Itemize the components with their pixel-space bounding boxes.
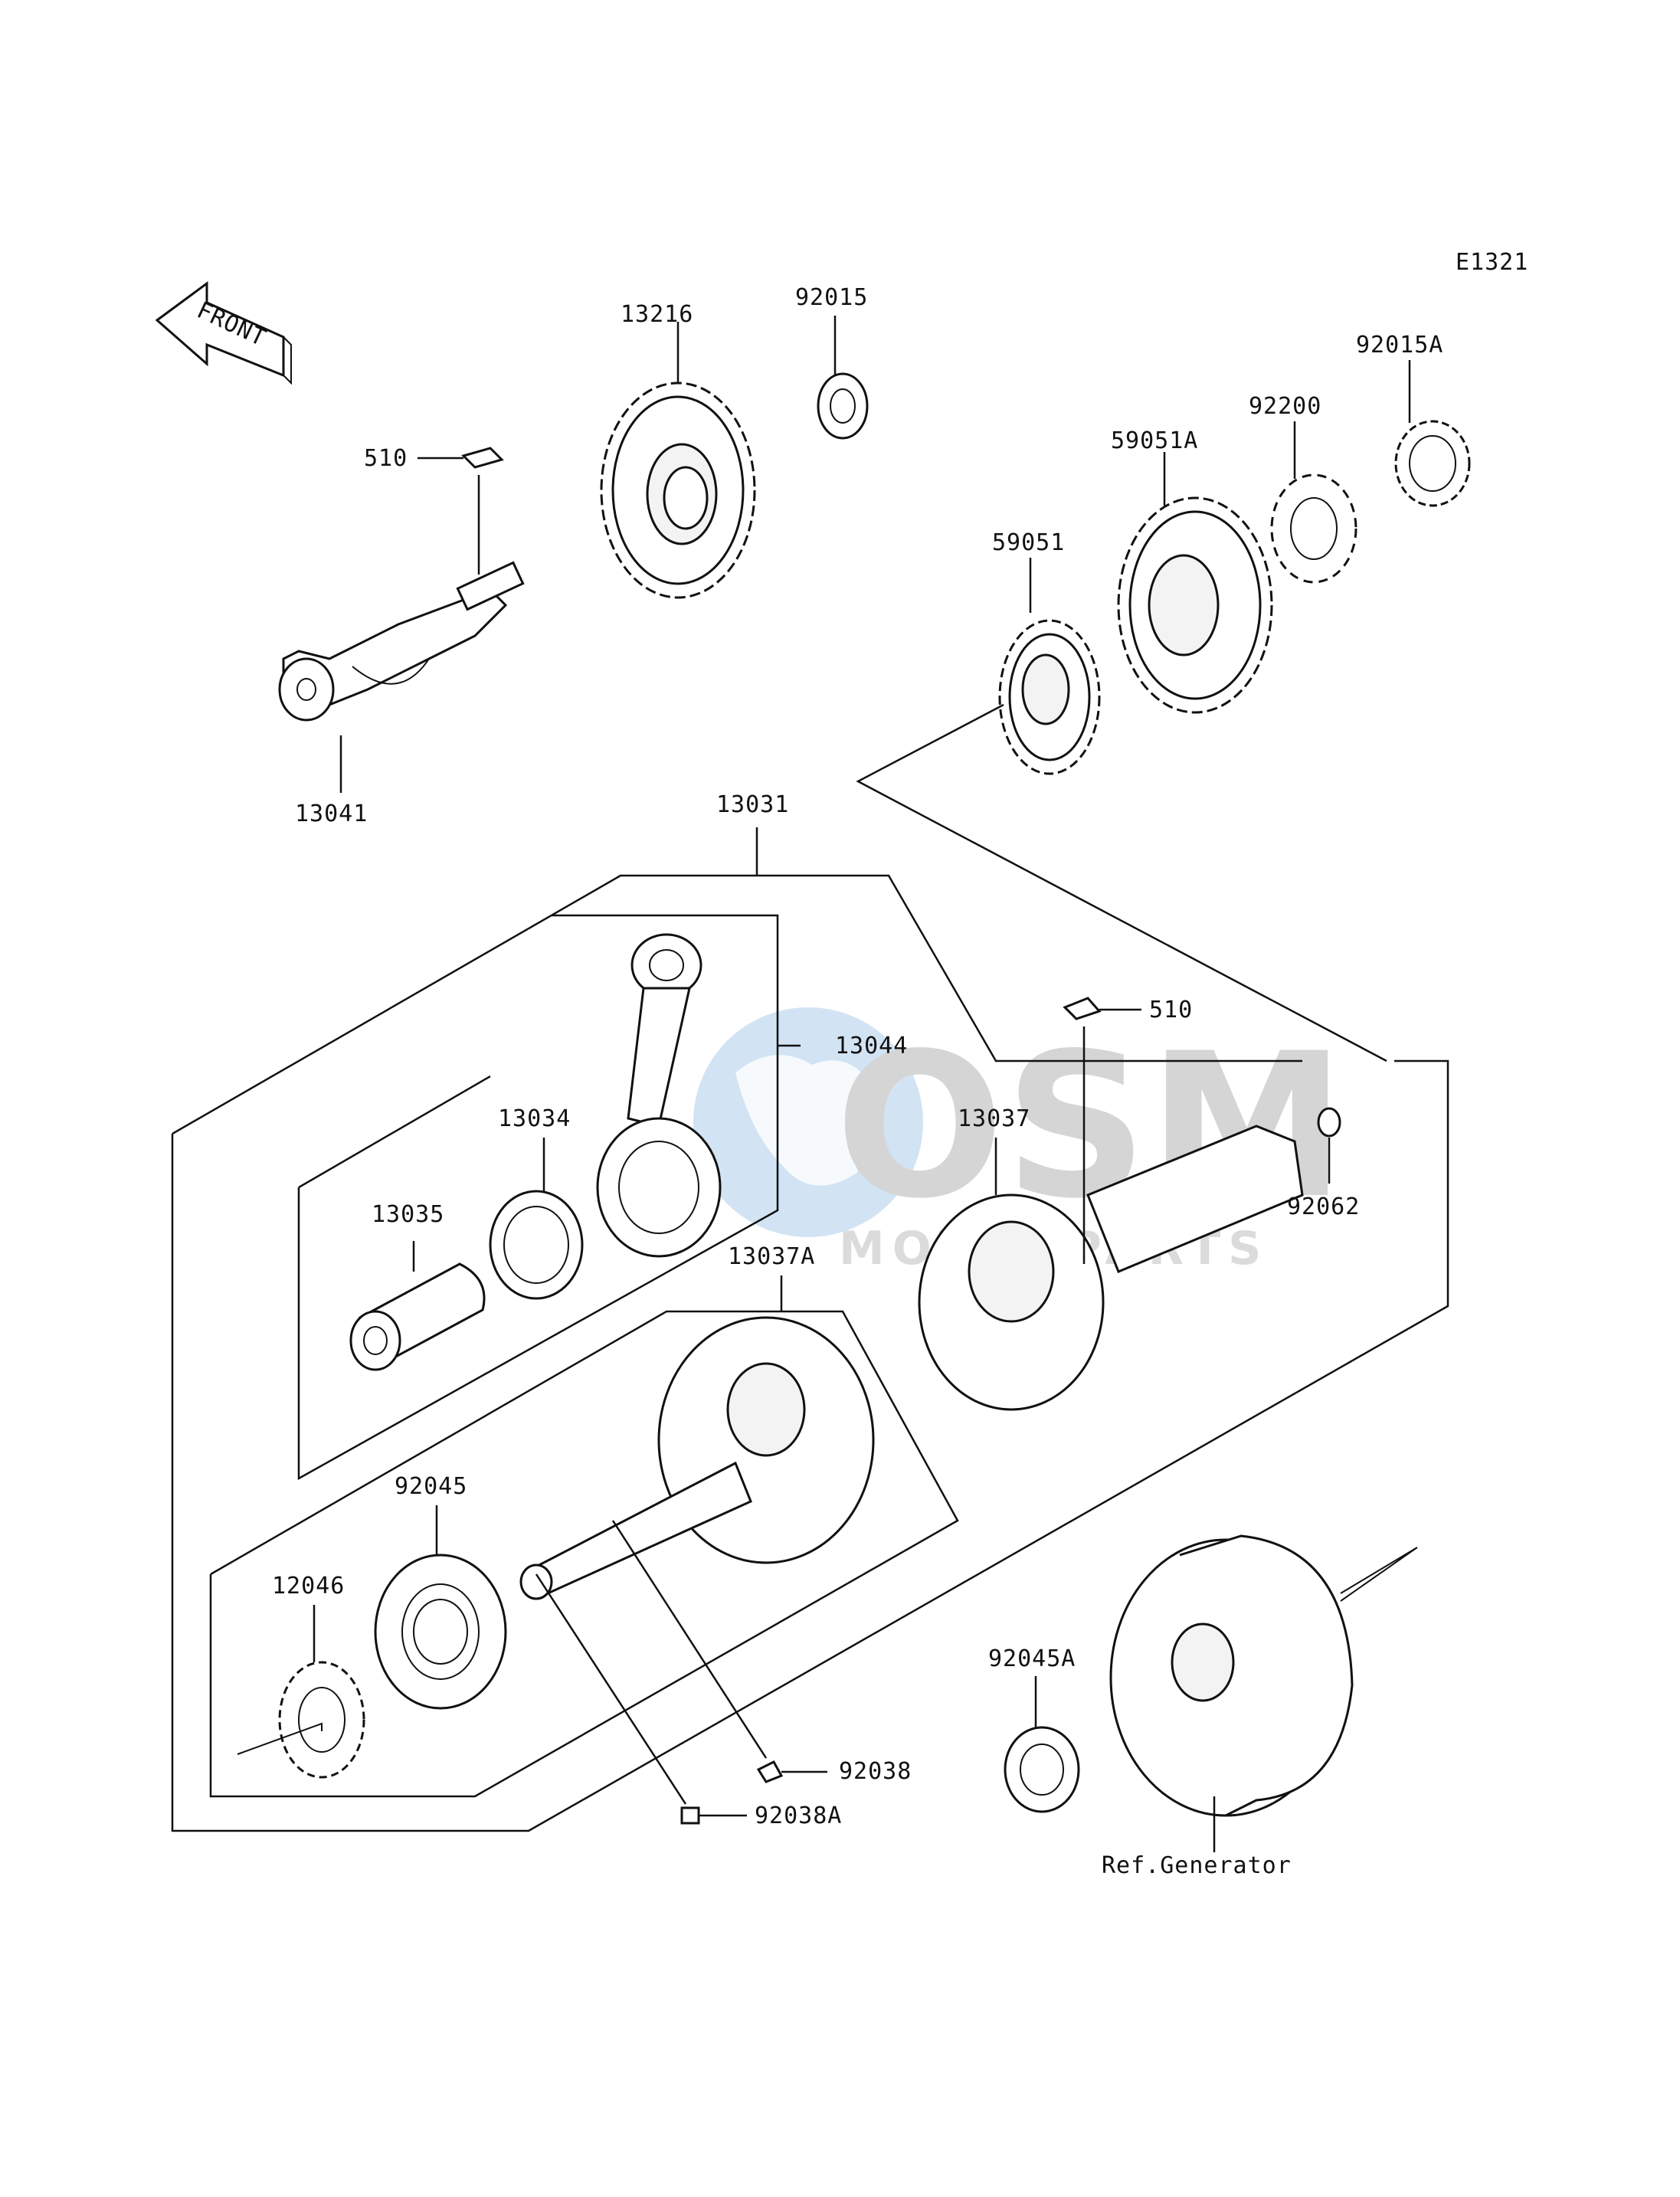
key-92038 [611,1520,827,1783]
label-13037: 13037 [958,1105,1030,1132]
label-ref-generator: Ref.Generator [1102,1852,1292,1879]
assembly-outline-13044-b [298,1075,491,1189]
nut-92015 [817,316,869,440]
diagram-code: E1321 [1456,249,1528,276]
assembly-outline-13037A [209,1310,959,1798]
sprocket-12046 [237,1605,365,1779]
assembly-outline-13031-top [172,874,1302,1135]
label-13034: 13034 [498,1105,571,1132]
label-13031: 13031 [716,791,789,818]
label-510-top: 510 [364,445,408,472]
label-92038A: 92038A [755,1802,842,1829]
gear-13216 [600,322,756,599]
label-13216: 13216 [621,301,693,328]
label-92038: 92038 [839,1758,912,1785]
nut-92015A [1394,360,1471,507]
needle-bearing-13034 [489,1138,584,1300]
label-92015A: 92015A [1356,332,1443,359]
washer-92200 [1270,421,1357,584]
ball-bearing-92045 [374,1505,507,1710]
crank-half-13037A [519,1316,875,1600]
label-59051A: 59051A [1111,427,1198,454]
crank-half-13037 [918,1125,1304,1411]
label-92062: 92062 [1287,1193,1360,1220]
label-92200: 92200 [1249,393,1321,420]
assembly-outline-13044 [297,914,779,1481]
gear-59051 [998,558,1101,775]
connecting-rod [596,933,722,1258]
key-510-mid [1063,997,1141,1264]
balancer-shaft-13041 [278,561,525,793]
label-59051: 59051 [992,529,1065,556]
label-510-mid: 510 [1149,997,1193,1023]
key-92038A [535,1573,747,1825]
plug-92062 [1317,1107,1341,1184]
label-92045: 92045 [395,1473,467,1500]
ball-bearing-92045A [1004,1676,1080,1813]
leader-59051 [856,703,1387,1062]
label-92015: 92015 [795,284,868,311]
label-92045A: 92045A [988,1645,1076,1672]
crank-pin-13035 [349,1241,486,1371]
label-13044: 13044 [835,1033,908,1059]
label-12046: 12046 [272,1573,345,1599]
label-13035: 13035 [372,1201,444,1228]
assembly-outline-13031 [171,1059,1449,1832]
front-arrow-icon: FRONT [155,281,292,385]
gear-59051A [1117,452,1273,714]
generator-rotor [1109,1534,1418,1852]
label-13041: 13041 [295,801,368,827]
key-510-top [418,447,504,575]
label-13037A: 13037A [728,1243,815,1270]
